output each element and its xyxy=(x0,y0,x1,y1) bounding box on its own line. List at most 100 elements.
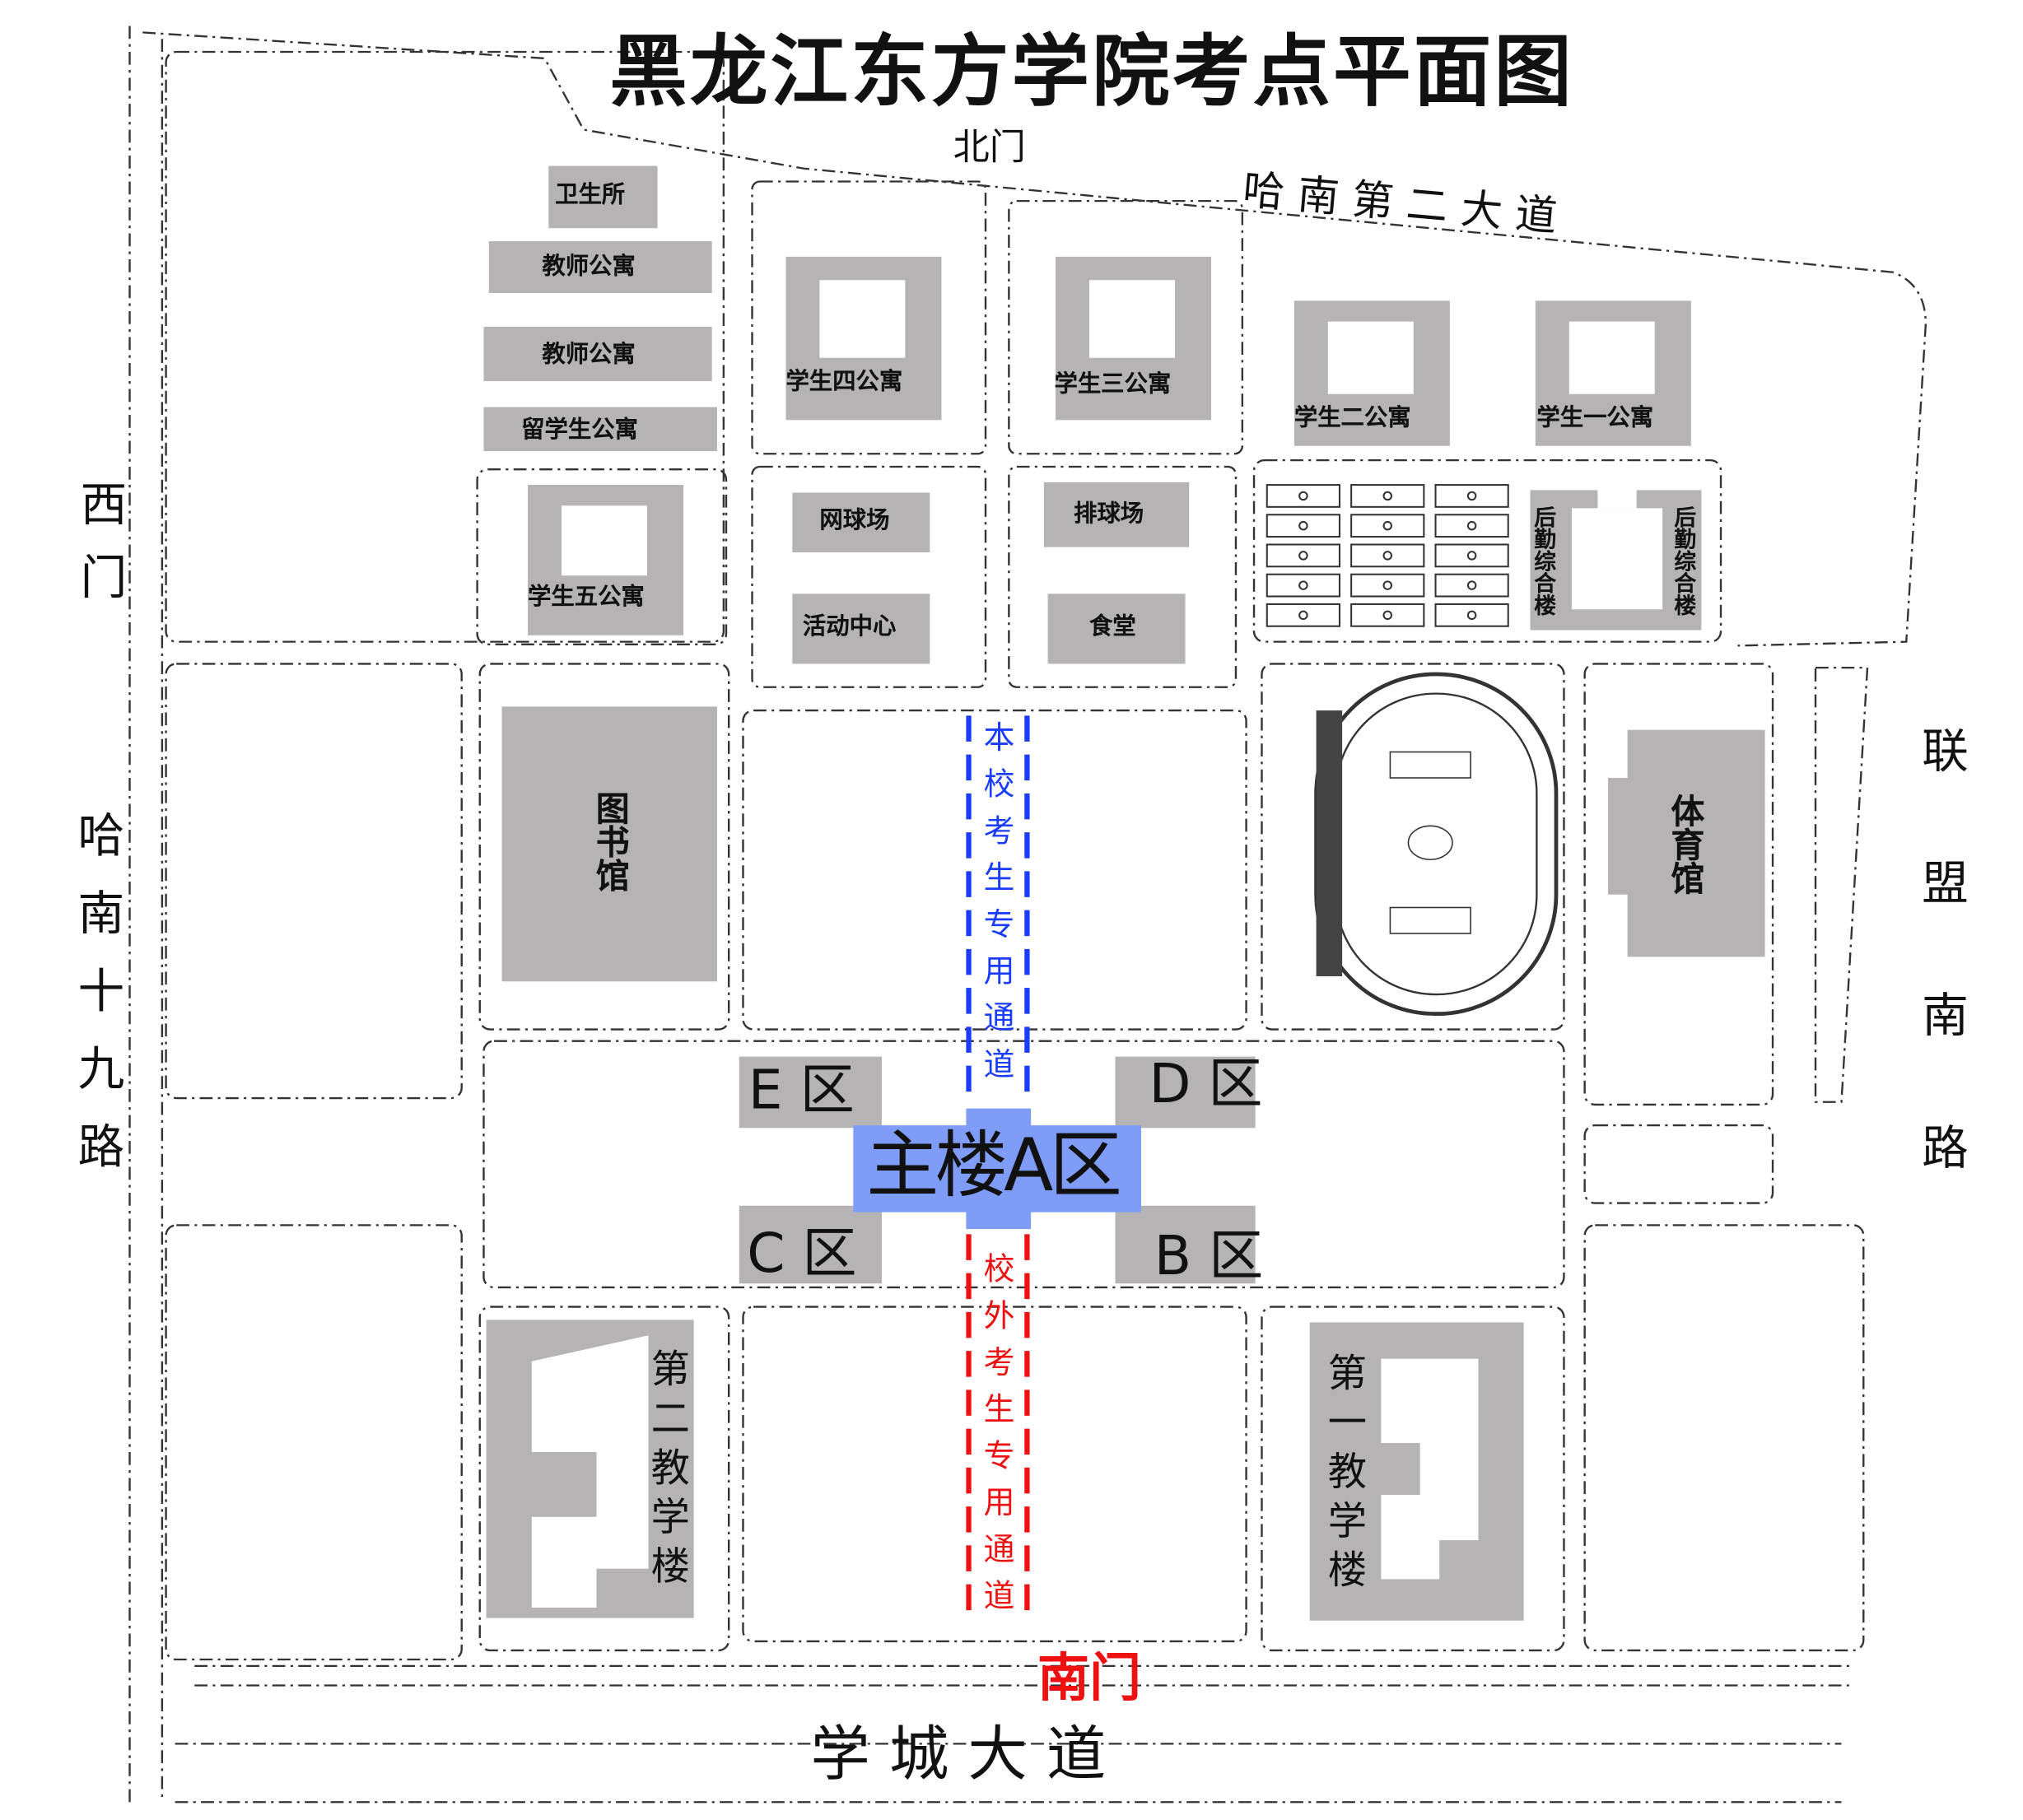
block-center-north xyxy=(742,709,1247,1031)
logistics-left-label: 后勤综合楼 xyxy=(1528,505,1555,617)
dorm5-label: 学生五公寓 xyxy=(528,583,645,611)
basketball-court xyxy=(1350,514,1425,538)
basketball-court xyxy=(1266,573,1340,598)
activity-label: 活动中心 xyxy=(802,612,897,641)
south-road-line xyxy=(175,1743,1842,1804)
volleyball-court xyxy=(1043,482,1190,547)
court-center-circle xyxy=(1466,491,1477,501)
dorm2-label: 学生二公寓 xyxy=(1294,404,1411,432)
basketball-courts xyxy=(1266,484,1509,627)
main-building-a xyxy=(853,1108,1141,1230)
block-courts-e xyxy=(1008,465,1238,688)
dorm1-label: 学生一公寓 xyxy=(1536,404,1654,432)
library-building xyxy=(501,706,717,982)
court-center-circle xyxy=(1298,610,1308,621)
court-center-circle xyxy=(1466,610,1477,621)
zone-d-label: D 区 xyxy=(1149,1051,1263,1115)
lanes xyxy=(966,715,1030,1623)
zone-c-building xyxy=(739,1205,882,1284)
west-gate-label: 西门 xyxy=(72,479,126,626)
east-road-label: 联盟南路 xyxy=(1913,726,1968,1255)
basketball-court xyxy=(1434,573,1509,598)
west-road-line xyxy=(128,26,164,1803)
logistics-right-label: 后勤综合楼 xyxy=(1669,505,1695,617)
external-lane-lines xyxy=(966,1234,1030,1623)
tennis-label: 网球场 xyxy=(819,506,890,534)
block-dorm3 xyxy=(1008,199,1244,455)
north-gate-label: 北门 xyxy=(953,125,1026,169)
court-center-circle xyxy=(1466,580,1477,590)
map-title: 黑龙江东方学院考点平面图 xyxy=(609,27,1575,119)
gym-label: 体育馆 xyxy=(1665,793,1704,895)
basketball-court xyxy=(1434,484,1509,508)
dorm2-building xyxy=(1294,300,1450,446)
block-courts-w xyxy=(751,465,987,688)
library-label: 图书馆 xyxy=(590,790,629,892)
canteen-building xyxy=(1047,593,1186,664)
teaching1-label: 第一教学楼 xyxy=(1320,1352,1366,1599)
block-east-south xyxy=(1583,1224,1865,1652)
tennis-court xyxy=(792,492,930,552)
court-center-circle xyxy=(1382,551,1392,561)
zone-c-label: C 区 xyxy=(747,1221,857,1285)
external-lane-label: 校外考生专用通道 xyxy=(977,1252,1014,1627)
basketball-court xyxy=(1350,603,1425,627)
court-center-circle xyxy=(1466,520,1477,531)
block-teaching1 xyxy=(1261,1306,1565,1652)
volleyball-label: 排球场 xyxy=(1074,500,1144,528)
canteen-label: 食堂 xyxy=(1089,612,1136,641)
block-center-south xyxy=(742,1306,1247,1643)
internal-lane-label: 本校考生专用通道 xyxy=(977,720,1014,1095)
teacher-apt-1-building xyxy=(488,240,712,293)
court-center-circle xyxy=(1382,580,1392,590)
north-road-line xyxy=(142,31,1927,647)
zone-e-label: E 区 xyxy=(748,1058,855,1122)
block-library xyxy=(478,663,730,1031)
clinic-building xyxy=(548,165,658,229)
dorm4-building xyxy=(785,256,942,421)
basketball-court xyxy=(1434,543,1509,568)
block-small xyxy=(1583,1124,1774,1204)
court-center-circle xyxy=(1298,491,1308,501)
activity-center xyxy=(792,593,930,664)
east-strip xyxy=(1814,666,1869,1103)
court-center-circle xyxy=(1382,520,1392,531)
basketball-court xyxy=(1266,603,1340,627)
basketball-court xyxy=(1266,543,1340,568)
dorm1-building xyxy=(1535,300,1691,446)
zone-b-label: B 区 xyxy=(1154,1223,1264,1287)
zone-b-building xyxy=(1115,1205,1256,1284)
basketball-court xyxy=(1266,484,1340,508)
basketball-court xyxy=(1350,484,1425,508)
block-main xyxy=(482,1040,1565,1289)
teacher-apt-1-label: 教师公寓 xyxy=(542,253,636,281)
block-gym xyxy=(1583,663,1774,1106)
zone-d-building xyxy=(1115,1056,1256,1129)
dorm3-building xyxy=(1056,256,1212,421)
block-logistics xyxy=(1252,458,1722,643)
south-road-label: 学 城 大 道 xyxy=(810,1719,1107,1790)
south-inner-line xyxy=(194,1664,1855,1687)
dorm4-label: 学生四公寓 xyxy=(785,368,903,396)
gym-building xyxy=(1627,729,1765,957)
clinic-label: 卫生所 xyxy=(555,181,626,209)
basketball-court xyxy=(1350,543,1425,568)
basketball-court xyxy=(1434,514,1509,538)
block-stadium xyxy=(1261,663,1565,1031)
south-gate-label: 南门 xyxy=(1037,1652,1141,1705)
basketball-court xyxy=(1434,603,1509,627)
block-teaching2 xyxy=(478,1306,730,1652)
logistics-gap xyxy=(1597,479,1637,509)
buildings xyxy=(483,165,1765,1621)
court-center-circle xyxy=(1298,520,1308,531)
block-northwest xyxy=(165,50,725,643)
court-center-circle xyxy=(1298,551,1308,561)
dorm3-label: 学生三公寓 xyxy=(1054,370,1172,398)
court-center-circle xyxy=(1382,610,1392,621)
intl-apt-building xyxy=(483,407,717,452)
south-gate-text: 南门 xyxy=(1037,1647,1141,1709)
zone-e-building xyxy=(739,1056,882,1129)
court-center-circle xyxy=(1466,551,1477,561)
